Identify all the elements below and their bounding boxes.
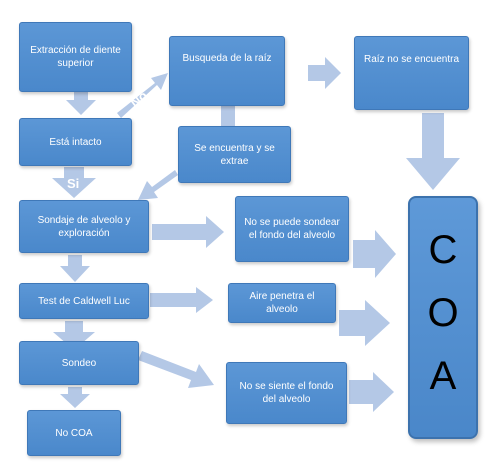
arrow-sondeo-to-nosiente [138,351,214,388]
sondaje-box: Sondaje de alveolo y exploración [19,200,149,253]
sondeo-text: Sondeo [61,357,97,369]
caldwell-text: Test de Caldwell Luc [38,295,130,307]
arrow-sondaje-to-caldwell [60,255,90,282]
arrow-busqueda-to-raiz [308,57,341,89]
arrow-caldwell-to-sondeo [53,321,95,350]
raiz-no-text: Raíz no se encuentra [363,54,460,65]
busqueda-text: Busqueda de la raíz [182,53,272,64]
arrow-extraccion-to-intacto [66,92,96,115]
busqueda-box: Busqueda de la raíz [169,36,285,106]
no-coa-box: No COA [27,410,121,456]
extraccion-box: Extracción de diente superior [19,22,132,92]
extraccion-text: Extracción de diente superior [30,45,121,69]
caldwell-box: Test de Caldwell Luc [19,283,149,319]
sondeo-box: Sondeo [19,341,139,385]
arrow-intacto-to-sondaje [52,167,96,198]
coa-letter-a: A [429,353,457,398]
no-siente-text: No se siente el fondo del alveolo [239,381,334,405]
arrow-raiz-to-coa [406,113,460,190]
arrow-nosondear-to-coa [353,230,396,278]
aire-box: Aire penetra el alveolo [228,283,336,323]
si-label: Si [67,176,79,191]
arrow-intacto-to-busqueda [117,73,168,118]
arrow-nosiente-to-coa [349,372,394,412]
se-encuentra-text: Se encuentra y se extrae [194,142,275,167]
no-sondear-box: No se puede sondear el fondo del alveolo [235,196,349,262]
arrow-encuentra-to-sondaje [138,170,178,200]
arrow-busqueda-to-encuentra [221,106,235,126]
intacto-box: Está intacto [19,118,132,166]
se-encuentra-box: Se encuentra y se extrae [178,126,291,183]
arrow-sondeo-to-nocoa [60,387,90,408]
coa-letter-o: O [427,290,459,335]
no-sondear-text: No se puede sondear el fondo del alveolo [244,217,340,241]
no-siente-box: No se siente el fondo del alveolo [226,362,347,424]
coa-letter-c: C [428,227,458,272]
raiz-no-box: Raíz no se encuentra [354,36,469,110]
intacto-text: Está intacto [49,136,102,148]
aire-text: Aire penetra el alveolo [249,291,315,315]
no-coa-text: No COA [55,427,93,439]
sondaje-text: Sondaje de alveolo y exploración [37,214,131,239]
arrow-aire-to-coa [339,300,390,346]
arrow-sondaje-to-nosondear [152,216,224,248]
coa-box: C O A [408,196,478,439]
arrow-caldwell-to-aire [150,287,213,313]
